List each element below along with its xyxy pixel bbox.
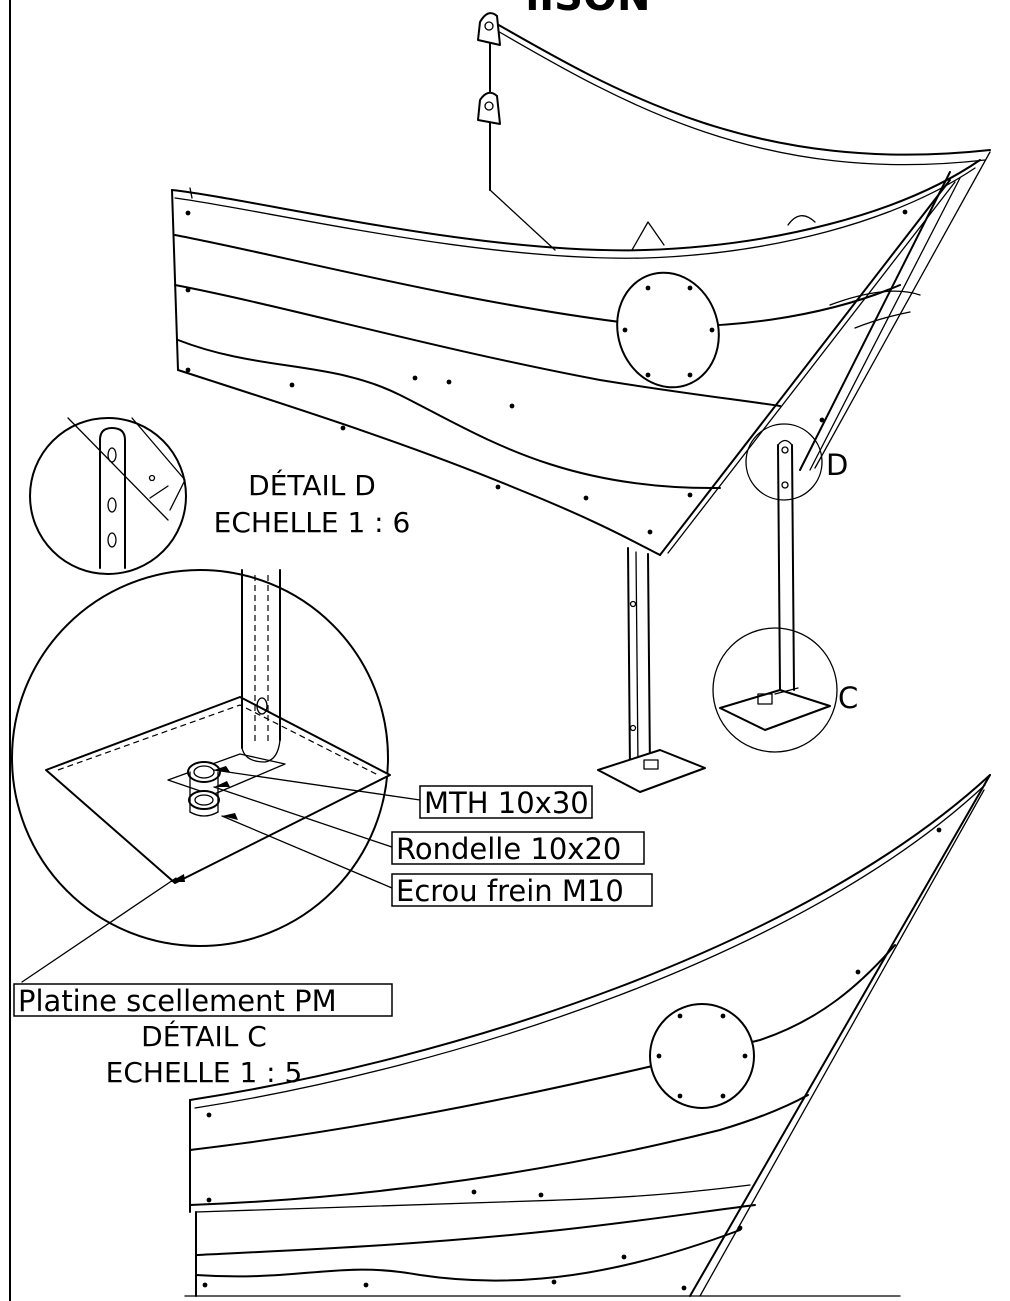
rear-panel	[477, 12, 991, 251]
sheet-border	[9, 0, 901, 1301]
callout-screw-text: MTH 10x30	[424, 786, 589, 820]
callout-washer: Rondelle 10x20	[391, 831, 645, 866]
hinge-top	[477, 12, 501, 46]
detail-c-indicator	[712, 627, 838, 753]
marker-c: C	[838, 681, 858, 715]
panel-enlarged-view	[189, 774, 991, 1297]
detail-d-scale: ECHELLE 1 : 6	[214, 506, 411, 539]
front-panel	[171, 151, 991, 556]
bolt-holes-front	[185, 209, 908, 535]
callout-nut: Ecrou frein M10	[391, 873, 653, 908]
hinge-bottom	[477, 91, 501, 125]
main-assembly: D C	[171, 12, 991, 793]
detail-c-view	[11, 569, 421, 983]
marker-d: D	[826, 448, 848, 482]
callout-nut-text: Ecrou frein M10	[396, 874, 624, 908]
leg-front	[597, 547, 706, 793]
callout-plate-text: Platine scellement PM	[18, 984, 337, 1018]
detail-c-title: DÉTAIL C	[141, 1019, 267, 1053]
detail-d-view	[29, 417, 187, 575]
leg-right	[712, 423, 838, 753]
detail-d-indicator	[745, 423, 823, 501]
title-fragment: lISON	[526, 0, 651, 20]
callout-plate: Platine scellement PM	[13, 983, 393, 1018]
callout-screw: MTH 10x30	[419, 785, 593, 820]
detail-d-title: DÉTAIL D	[248, 468, 376, 502]
porthole-main	[616, 271, 720, 389]
detail-c-scale: ECHELLE 1 : 5	[106, 1056, 303, 1089]
callout-washer-text: Rondelle 10x20	[396, 832, 621, 866]
